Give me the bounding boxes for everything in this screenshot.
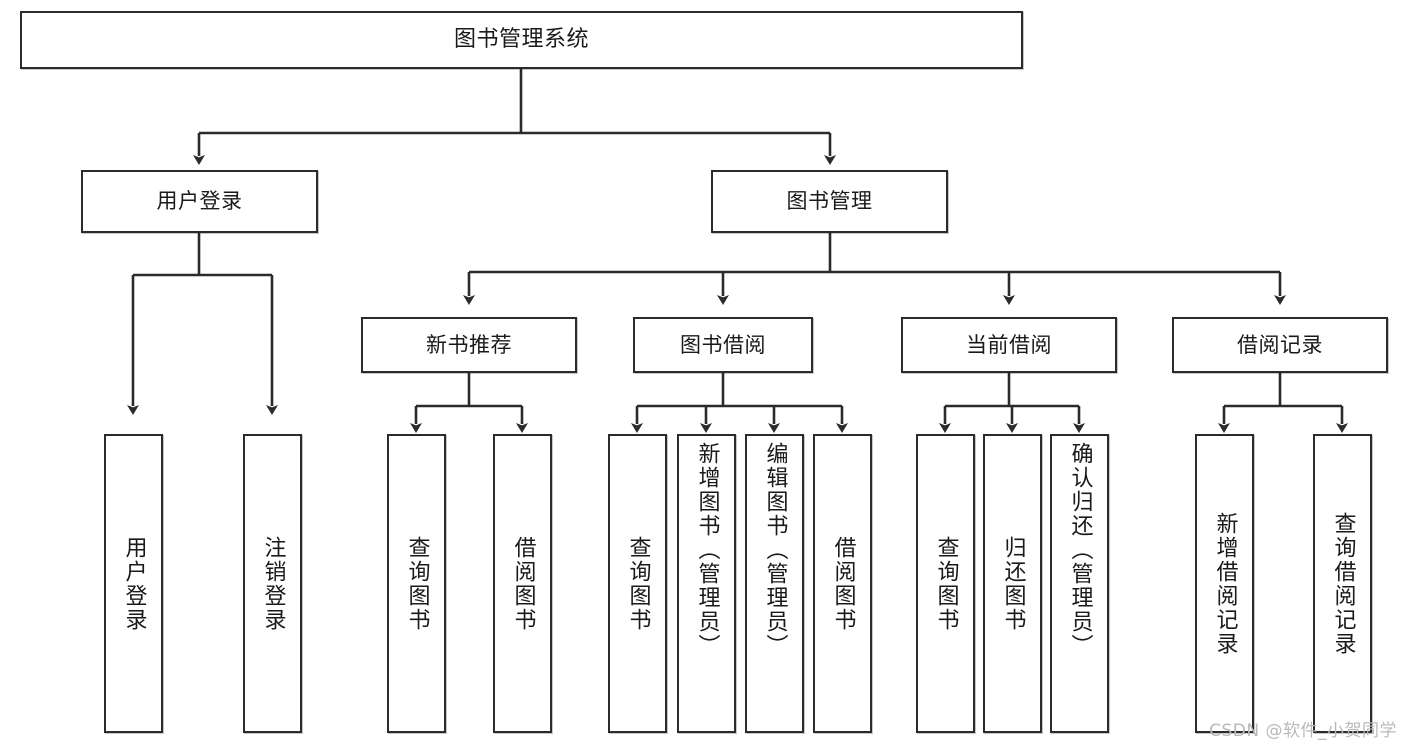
- leaf-current-borrow-return[interactable]: 归还图书: [983, 434, 1042, 733]
- node-label: 图书借阅: [680, 332, 766, 357]
- leaf-borrow-record-query[interactable]: 查询借阅记录: [1313, 434, 1372, 733]
- node-label: 借阅图书: [830, 535, 856, 632]
- csdn-watermark: CSDN @软件_小贺同学: [1209, 721, 1397, 741]
- leaf-book-borrow-edit[interactable]: 编辑图书（管理员）: [745, 434, 804, 733]
- node-label: 新书推荐: [426, 332, 512, 357]
- node-label: 用户登录: [156, 189, 243, 214]
- leaf-borrow-record-add[interactable]: 新增借阅记录: [1195, 434, 1254, 733]
- node-label: 借阅记录: [1237, 332, 1323, 357]
- leaf-book-borrow-borrow[interactable]: 借阅图书: [813, 434, 872, 733]
- node-label: 注销登录: [260, 535, 286, 632]
- leaf-user-login-logout[interactable]: 注销登录: [243, 434, 302, 733]
- node-current-borrow[interactable]: 当前借阅: [901, 317, 1117, 373]
- node-label: 确认归还（管理员）: [1067, 442, 1093, 658]
- node-new-book-recommend[interactable]: 新书推荐: [361, 317, 577, 373]
- node-label: 查询图书: [625, 535, 651, 632]
- node-label: 归还图书: [1000, 535, 1026, 632]
- node-label: 当前借阅: [966, 332, 1052, 357]
- node-label: 新增借阅记录: [1212, 511, 1238, 656]
- node-label: 图书管理系统: [453, 27, 589, 53]
- node-book-borrow[interactable]: 图书借阅: [633, 317, 813, 373]
- node-label: 用户登录: [121, 535, 147, 632]
- leaf-user-login-login[interactable]: 用户登录: [104, 434, 163, 733]
- node-label: 借阅图书: [510, 535, 536, 632]
- leaf-new-book-borrow[interactable]: 借阅图书: [493, 434, 552, 733]
- leaf-book-borrow-add[interactable]: 新增图书（管理员）: [677, 434, 736, 733]
- leaf-new-book-query[interactable]: 查询图书: [387, 434, 446, 733]
- leaf-current-borrow-confirm-return[interactable]: 确认归还（管理员）: [1050, 434, 1109, 733]
- node-root-system[interactable]: 图书管理系统: [20, 11, 1023, 69]
- leaf-current-borrow-query[interactable]: 查询图书: [916, 434, 975, 733]
- leaf-book-borrow-query[interactable]: 查询图书: [608, 434, 667, 733]
- node-book-management[interactable]: 图书管理: [711, 170, 948, 233]
- node-label: 查询图书: [933, 535, 959, 632]
- node-label: 编辑图书（管理员）: [762, 442, 788, 658]
- node-label: 查询图书: [404, 535, 430, 632]
- node-user-login[interactable]: 用户登录: [81, 170, 318, 233]
- node-borrow-record[interactable]: 借阅记录: [1172, 317, 1388, 373]
- node-label: 查询借阅记录: [1330, 511, 1356, 656]
- node-label: 新增图书（管理员）: [694, 442, 720, 658]
- node-label: 图书管理: [786, 189, 873, 214]
